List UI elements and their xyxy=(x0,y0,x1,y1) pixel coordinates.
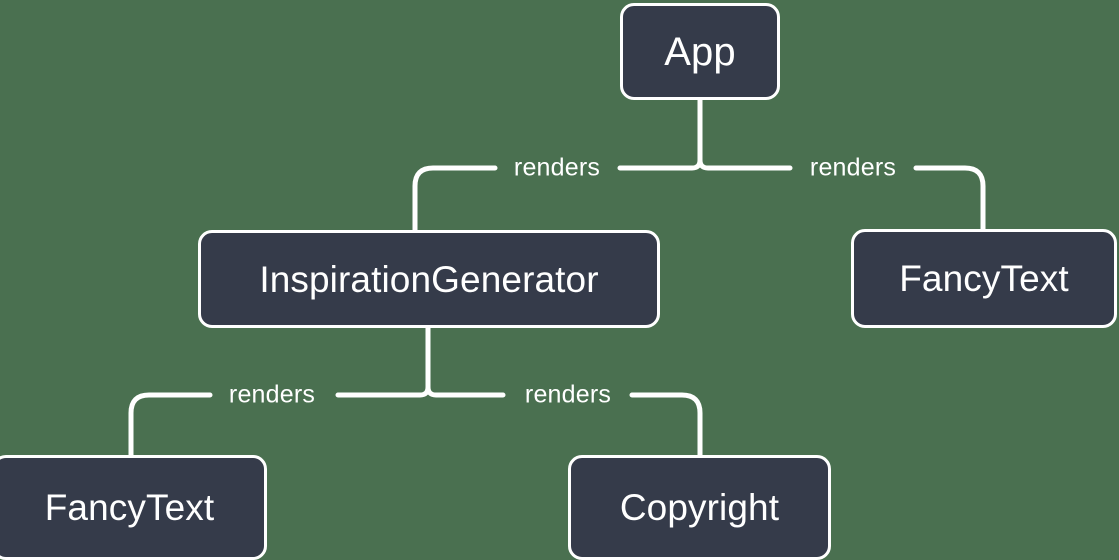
edge-app-to-fancytext-right xyxy=(697,157,986,232)
node-fancytext-right-label: FancyText xyxy=(899,258,1069,299)
node-inspiration-generator-label: InspirationGenerator xyxy=(259,258,599,300)
edge-label-inspiration-generator-to-copyright: renders xyxy=(524,380,612,409)
node-fancytext-bottom-left[interactable]: FancyText xyxy=(0,455,267,560)
node-inspiration-generator[interactable]: InspirationGenerator xyxy=(198,230,660,328)
node-copyright[interactable]: Copyright xyxy=(568,455,831,560)
edge-inspiration-generator-to-copyright xyxy=(425,384,703,458)
edge-label-app-to-fancytext-right: renders xyxy=(809,153,897,182)
node-app-label: App xyxy=(664,29,736,74)
node-app[interactable]: App xyxy=(620,3,780,100)
edge-label-app-to-inspiration-generator: renders xyxy=(513,153,601,182)
node-fancytext-right[interactable]: FancyText xyxy=(851,229,1117,328)
edge-label-inspiration-generator-to-fancytext: renders xyxy=(228,380,316,409)
node-fancytext-bottom-left-label: FancyText xyxy=(44,487,215,528)
node-copyright-label: Copyright xyxy=(619,487,780,528)
